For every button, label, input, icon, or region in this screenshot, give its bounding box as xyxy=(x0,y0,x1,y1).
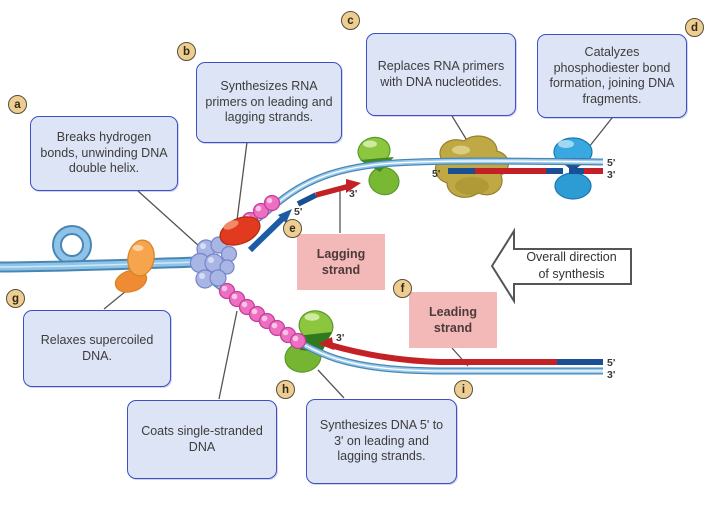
mid-5-prime-label: 5' xyxy=(432,168,440,180)
okazaki-arrowhead xyxy=(346,179,361,193)
badge-b: b xyxy=(177,42,196,61)
lagging-strand-label-box: Lagging strand xyxy=(297,234,385,290)
okazaki-fragments xyxy=(296,168,603,207)
badge-h: h xyxy=(276,380,295,399)
badge-c: c xyxy=(341,11,360,30)
bottom-right-3-prime-label: 3' xyxy=(607,369,615,381)
direction-arrow-line2: of synthesis xyxy=(538,266,605,281)
badge-a: a xyxy=(8,95,27,114)
fragment-3-prime-label: 3' xyxy=(349,188,357,200)
badge-i: i xyxy=(454,380,473,399)
primase-enzyme xyxy=(219,216,261,246)
direction-arrow-shape xyxy=(490,227,632,305)
helicase-enzyme xyxy=(189,236,238,289)
bottom-right-5-prime-label: 5' xyxy=(607,357,615,369)
direction-arrow-line1: Overall direction xyxy=(526,250,617,265)
dna-polymerase-i xyxy=(434,135,509,198)
callout-box-h: Coats single-stranded DNA xyxy=(127,400,277,479)
top-right-5-prime-label: 5' xyxy=(607,157,615,169)
parental-dna-supercoil xyxy=(0,225,206,273)
badge-f: f xyxy=(393,279,412,298)
callout-box-a: Breaks hydrogen bonds, unwinding DNA dou… xyxy=(30,116,178,191)
badge-d: d xyxy=(685,18,704,37)
topoisomerase-enzyme xyxy=(114,239,155,293)
callout-connector-lines xyxy=(103,115,613,400)
leading-3-prime-label: 3' xyxy=(336,332,344,344)
lagging-synthesis-arrow xyxy=(247,209,292,253)
callout-box-g: Relaxes supercoiled DNA. xyxy=(23,310,171,387)
leading-strand-label-box: Leading strand xyxy=(409,292,497,348)
fragment-5-prime-label: 5' xyxy=(294,206,302,218)
callout-box-c: Replaces RNA primers with DNA nucleotide… xyxy=(366,33,516,116)
top-right-3-prime-label: 3' xyxy=(607,169,615,181)
leading-arrowhead xyxy=(318,337,334,350)
leading-strand-dna xyxy=(329,342,603,365)
badge-e: e xyxy=(283,219,302,238)
callout-box-d: Catalyzes phosphodiester bond formation,… xyxy=(537,34,687,118)
callout-box-i: Synthesizes DNA 5' to 3' on leading and … xyxy=(306,399,457,484)
callout-box-b: Synthesizes RNA primers on leading and l… xyxy=(196,62,342,143)
badge-g: g xyxy=(6,289,25,308)
direction-arrow-text: Overall direction of synthesis xyxy=(512,248,631,283)
ssb-protein-beads xyxy=(218,194,307,350)
